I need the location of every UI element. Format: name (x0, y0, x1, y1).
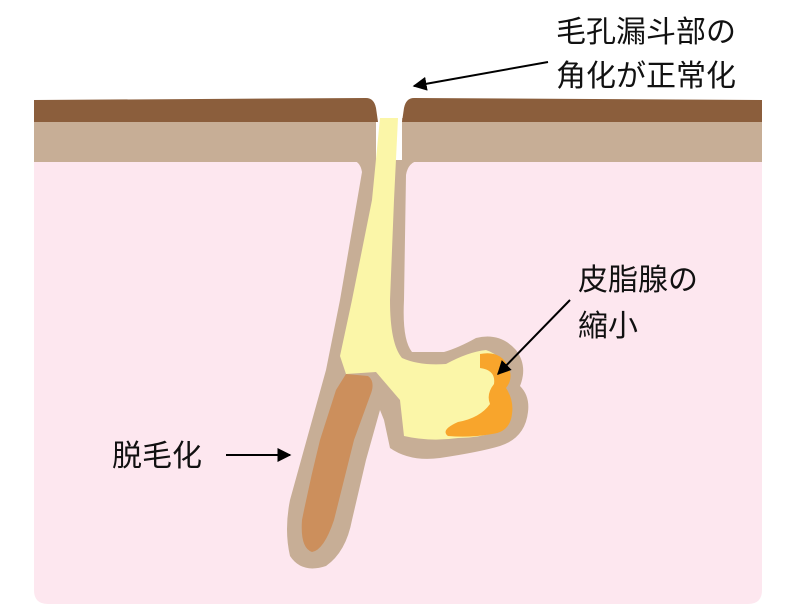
epidermis-left (34, 118, 376, 162)
infundibulum-label-line2: 角化が正常化 (556, 59, 736, 94)
skin-surface-right (402, 98, 762, 122)
depilation-label: 脱毛化 (112, 439, 202, 474)
sebaceous-label-line2: 縮小 (578, 309, 638, 344)
infundibulum-arrow (412, 61, 549, 91)
sebaceous-label-line1: 皮脂腺の (578, 263, 698, 298)
infundibulum-label-line1: 毛孔漏斗部の (556, 15, 736, 50)
follicle-lumen (340, 118, 508, 440)
hair-shaft (301, 374, 373, 552)
epidermis-right (402, 118, 762, 162)
skin-surface-left (34, 98, 378, 122)
sebaceous-arrow (497, 299, 571, 376)
sebaceous-gland (445, 353, 513, 437)
